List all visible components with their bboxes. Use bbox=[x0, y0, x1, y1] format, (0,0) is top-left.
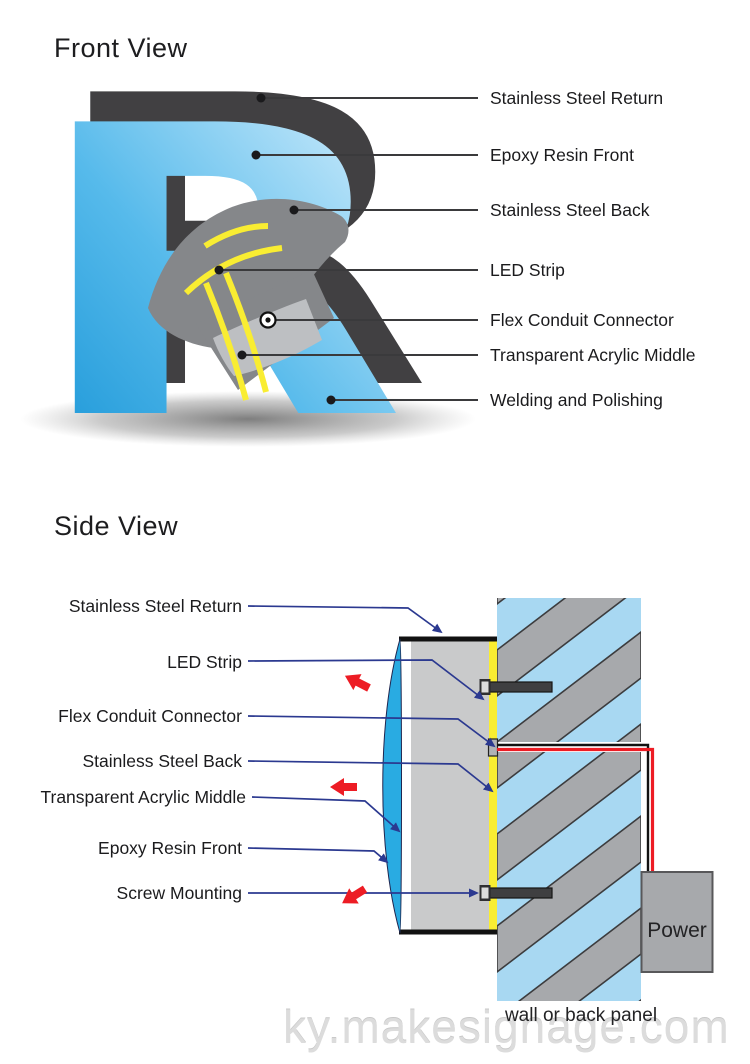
red-arrow-bottom bbox=[342, 885, 368, 904]
epoxy-front-lens bbox=[382, 638, 402, 934]
body-highlight bbox=[401, 641, 411, 931]
wall-stripe bbox=[638, 998, 641, 1001]
front-view-diagram: R R bbox=[20, 13, 478, 508]
side-label-screw-mounting: Screw Mounting bbox=[116, 883, 242, 903]
wall-stripe bbox=[497, 722, 641, 882]
watermark-text: ky.makesignage.com bbox=[283, 1001, 730, 1053]
led-strip-leg-2 bbox=[223, 271, 269, 393]
cutaway-layers bbox=[148, 198, 349, 401]
side-label-epoxy-resin-front: Epoxy Resin Front bbox=[98, 838, 242, 858]
letter-shadow bbox=[20, 391, 476, 447]
side-leader-lines bbox=[247, 605, 496, 898]
acrylic-body bbox=[406, 641, 489, 931]
wall-stripe bbox=[497, 598, 507, 606]
leader-line bbox=[247, 659, 485, 701]
side-label-led-strip: LED Strip bbox=[167, 652, 242, 672]
callout-dot bbox=[214, 265, 224, 275]
wall-wire-gap bbox=[495, 742, 657, 752]
side-view-title: Side View bbox=[54, 511, 179, 541]
wire-red bbox=[497, 747, 655, 872]
front-label-stainless-steel-back: Stainless Steel Back bbox=[490, 200, 650, 220]
red-arrow-middle bbox=[330, 778, 357, 796]
front-label-flex-conduit-connector: Flex Conduit Connector bbox=[490, 310, 674, 330]
callout-dot bbox=[326, 395, 336, 405]
led-strip-arc-lower bbox=[183, 245, 283, 296]
mounting-screw-top bbox=[479, 679, 553, 695]
leader-line bbox=[251, 796, 401, 833]
wire-black bbox=[497, 743, 650, 872]
front-label-welding-polishing: Welding and Polishing bbox=[490, 390, 663, 410]
return-bottom-edge bbox=[399, 929, 497, 935]
front-label-led-strip: LED Strip bbox=[490, 260, 565, 280]
front-label-epoxy-resin-front: Epoxy Resin Front bbox=[490, 145, 634, 165]
wall-panel-label: wall or back panel bbox=[504, 1005, 658, 1026]
wall-stripe bbox=[517, 906, 641, 1001]
flex-conduit-connector bbox=[487, 738, 499, 757]
power-box-label: Power bbox=[647, 919, 707, 942]
led-strip-arc-upper bbox=[203, 223, 269, 249]
front-callout-dots bbox=[214, 93, 336, 405]
front-callouts bbox=[219, 97, 478, 401]
power-box bbox=[640, 871, 714, 973]
callout-dot bbox=[289, 205, 299, 215]
leader-line bbox=[247, 605, 443, 634]
side-label-transparent-acrylic: Transparent Acrylic Middle bbox=[40, 787, 246, 807]
led-strip-leg-1 bbox=[203, 281, 249, 401]
callout-dot bbox=[251, 150, 261, 160]
side-view-diagram bbox=[247, 598, 714, 1001]
return-top-edge bbox=[399, 636, 497, 642]
front-label-stainless-steel-return: Stainless Steel Return bbox=[490, 88, 664, 108]
leader-line bbox=[247, 847, 389, 864]
flex-conduit-marker bbox=[259, 311, 277, 329]
front-label-transparent-acrylic: Transparent Acrylic Middle bbox=[490, 345, 696, 365]
wall-stripe bbox=[497, 598, 627, 698]
light-direction-arrows bbox=[330, 674, 371, 904]
leader-line bbox=[247, 715, 496, 748]
wall-stripe bbox=[497, 814, 641, 974]
mounting-screw-bottom bbox=[479, 885, 553, 901]
steel-back-layer bbox=[148, 198, 349, 350]
side-label-stainless-steel-back: Stainless Steel Back bbox=[82, 751, 242, 771]
side-label-flex-conduit-connector: Flex Conduit Connector bbox=[58, 706, 242, 726]
front-view-title: Front View bbox=[54, 33, 188, 63]
callout-dot bbox=[256, 93, 266, 103]
leader-line bbox=[247, 760, 494, 793]
red-arrow-top bbox=[344, 674, 371, 692]
side-label-stainless-steel-return: Stainless Steel Return bbox=[68, 596, 242, 616]
callout-dot bbox=[237, 350, 247, 360]
